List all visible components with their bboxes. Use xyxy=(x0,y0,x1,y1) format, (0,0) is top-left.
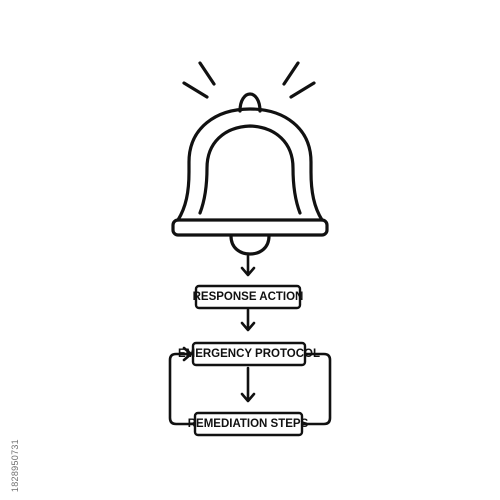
loop-connector-left xyxy=(168,346,196,426)
alert-rays xyxy=(182,61,316,99)
bell-base xyxy=(171,218,329,237)
step-box-remediation-steps: REMEDIATION STEPS xyxy=(188,411,309,437)
step-box-emergency-protocol: EMERGENCY PROTOCOL xyxy=(178,341,320,367)
step-label-response-action: RESPONSE ACTION xyxy=(193,291,304,303)
ray-right-icon xyxy=(282,61,300,86)
ray-right-low-icon xyxy=(289,81,316,99)
step-label-remediation-steps: REMEDIATION STEPS xyxy=(188,418,309,430)
bell-clapper xyxy=(229,234,271,256)
watermark-id: 1828950731 xyxy=(10,438,20,492)
bell-body xyxy=(176,107,324,222)
arrow-bell-to-response xyxy=(240,254,256,277)
step-label-emergency-protocol: EMERGENCY PROTOCOL xyxy=(178,348,320,360)
bell-loop xyxy=(238,92,262,113)
ray-left-icon xyxy=(198,61,216,86)
bell-icon xyxy=(171,92,329,256)
step-box-response-action: RESPONSE ACTION xyxy=(193,284,304,310)
loop-connector-right xyxy=(302,352,332,426)
loop-arrowhead-icon xyxy=(182,346,193,362)
bell-inner-curve xyxy=(198,124,302,215)
arrow-emergency-to-remediation xyxy=(240,366,256,403)
arrow-response-to-emergency xyxy=(240,308,256,332)
ray-left-low-icon xyxy=(182,81,209,99)
